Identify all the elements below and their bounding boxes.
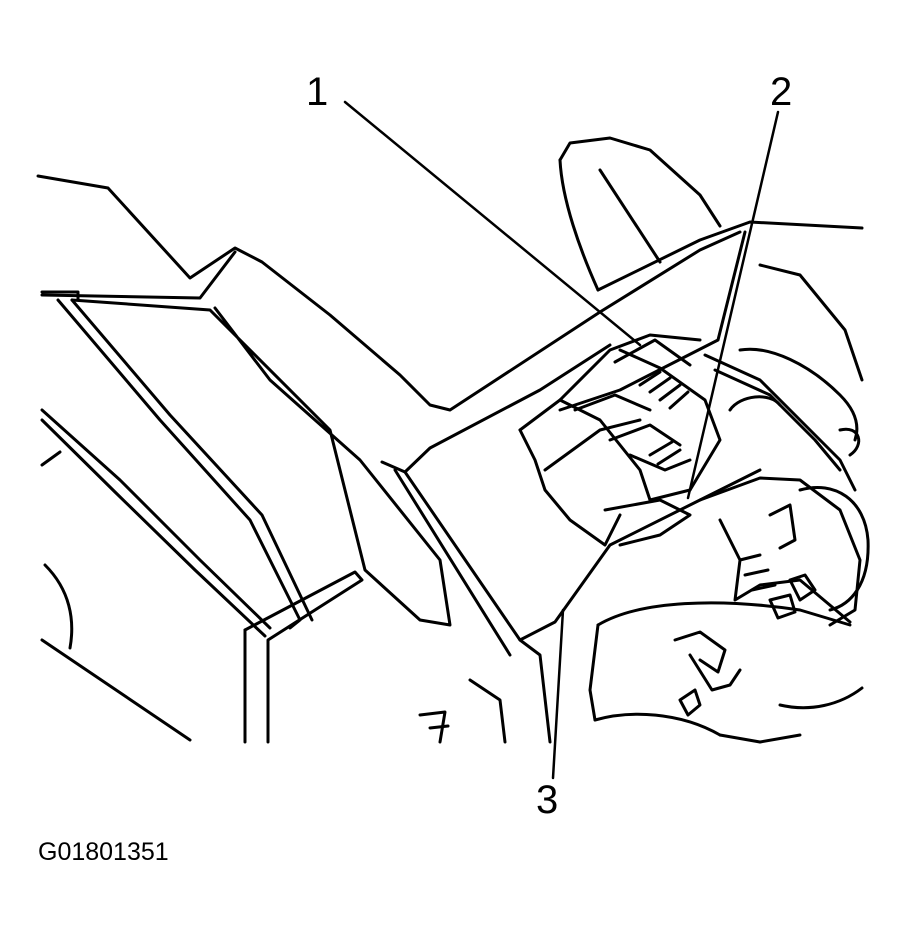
leader-line-1 <box>343 100 642 347</box>
callout-3: 3 <box>536 778 559 822</box>
leader-line-3 <box>551 608 565 780</box>
figure-id: G01801351 <box>38 838 169 866</box>
left-trim-panel <box>36 174 742 744</box>
column-shroud <box>588 476 870 744</box>
leader-lines <box>343 100 780 780</box>
upper-cover <box>558 136 864 412</box>
switch-assembly <box>518 333 861 547</box>
callout-2: 2 <box>770 70 793 114</box>
leader-line-2 <box>686 110 780 500</box>
callout-1: 1 <box>306 70 329 114</box>
